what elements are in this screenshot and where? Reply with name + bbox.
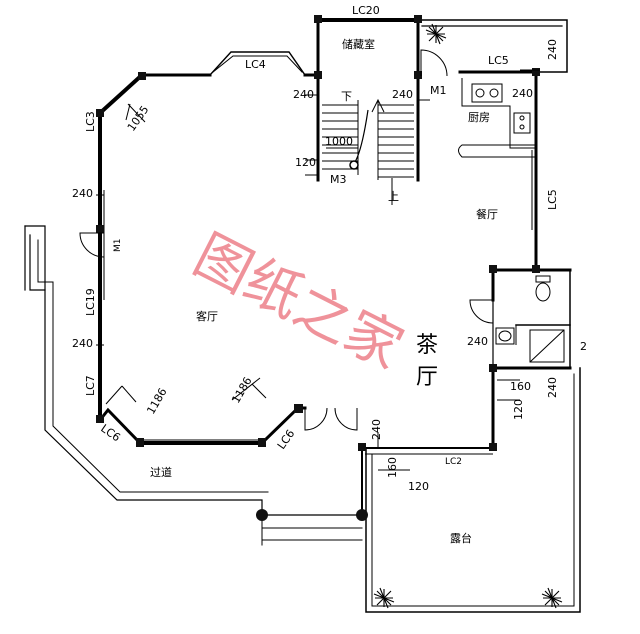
room-label-dining: 餐厅 (476, 207, 498, 221)
room-label-storage: 储藏室 (342, 37, 375, 51)
window-label-lc6-right: LC6 (275, 427, 298, 452)
room-label-tea-1: 茶 (416, 333, 438, 358)
door-label-m3: M3 (330, 173, 347, 186)
window-lines (99, 150, 537, 455)
window-label-lc6-left: LC6 (98, 422, 123, 445)
door-swings (79, 49, 517, 431)
fixtures (458, 78, 565, 363)
dim-120-right: 120 (512, 399, 525, 420)
dim-120-lower: 120 (408, 480, 429, 493)
window-label-lc4: LC4 (245, 58, 266, 71)
dim-240-lower: 240 (370, 419, 383, 440)
window-label-lc2: LC2 (445, 457, 462, 467)
stair-up-label: 上 (388, 190, 399, 203)
dim-240-left-a: 240 (72, 187, 93, 200)
dim-240-tea: 240 (467, 335, 488, 348)
window-label-lc5-right: LC5 (546, 189, 559, 210)
watermark: 图纸之家 (184, 223, 413, 383)
room-label-tea-2: 厅 (416, 365, 438, 390)
staircase (322, 98, 414, 205)
window-label-lc3: LC3 (84, 111, 97, 132)
dim-1186-left: 1186 (144, 386, 169, 417)
window-label-lc19: LC19 (84, 288, 97, 316)
room-label-kitchen: 厨房 (468, 111, 490, 124)
dim-240-right-bottom: 240 (546, 377, 559, 398)
dim-160-lower: 160 (386, 457, 399, 478)
stair-down-label: 下 (341, 90, 352, 103)
stair-width-label: 1000 (325, 135, 353, 148)
plant-icons (373, 23, 563, 609)
dim-160-right: 160 (510, 380, 531, 393)
dim-240-kitchen: 240 (512, 87, 533, 100)
dim-1186-right: 1186 (229, 375, 254, 406)
door-label-m1-left: M1 (113, 239, 123, 253)
dimension-lines (96, 69, 540, 471)
window-label-lc5-top: LC5 (488, 54, 509, 67)
dim-240-left-b: 240 (72, 337, 93, 350)
room-label-living: 客厅 (196, 309, 218, 323)
dim-240-kitchen-top: 240 (546, 39, 559, 60)
room-label-corridor: 过道 (150, 465, 172, 479)
dim-2-right: 2 (580, 340, 587, 353)
window-label-lc7: LC7 (84, 375, 97, 396)
dim-120-stair: 120 (295, 156, 316, 169)
room-label-terrace: 露台 (450, 531, 472, 545)
door-label-m1-top: M1 (430, 84, 447, 97)
plant-icon (541, 587, 563, 609)
window-label-lc20: LC20 (352, 4, 380, 17)
dim-240-stair-right: 240 (392, 88, 413, 101)
columns (96, 15, 540, 521)
plant-icon (425, 23, 447, 45)
dim-240-stair-left: 240 (293, 88, 314, 101)
plant-icon (373, 587, 395, 609)
